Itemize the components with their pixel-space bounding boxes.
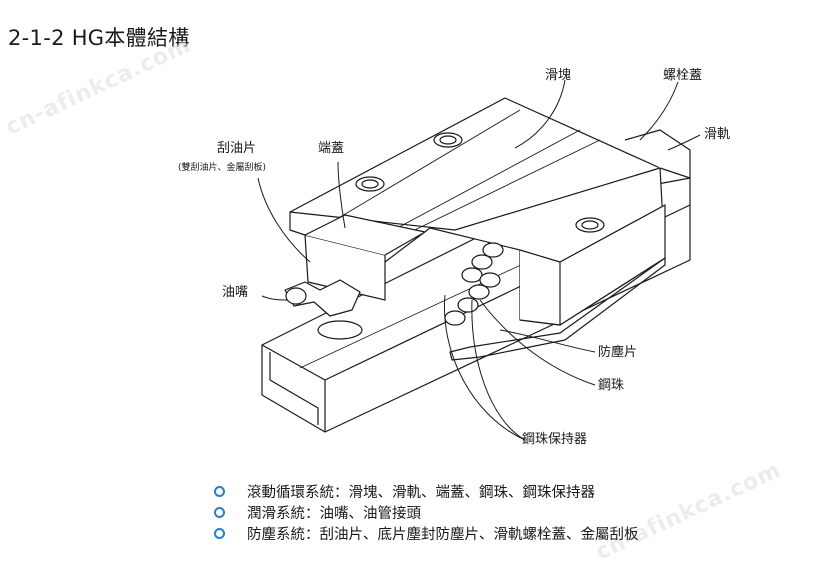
label-retainer: 鋼珠保持器 — [522, 432, 587, 447]
label-grease-nipple: 油嘴 — [222, 285, 248, 300]
bullet-item: 防塵系統：刮油片、底片塵封防塵片、滑軌螺栓蓋、金屬刮板 — [214, 523, 639, 544]
label-end-seal: 刮油片 — [217, 141, 256, 156]
bullet-text: 滾動循環系統：滑塊、滑軌、端蓋、鋼珠、鋼珠保持器 — [247, 485, 595, 501]
label-end-cap: 端蓋 — [318, 141, 344, 156]
bullet-item: 潤滑系統：油嘴、油管接頭 — [214, 502, 639, 523]
label-screw-cap: 螺栓蓋 — [663, 68, 702, 83]
bullet-text: 防塵系統：刮油片、底片塵封防塵片、滑軌螺栓蓋、金屬刮板 — [247, 527, 639, 543]
watermark-top: cn-afinkca.com — [2, 33, 195, 141]
page-title: 2-1-2 HG本體結構 — [8, 26, 190, 50]
ring-bullet-icon — [214, 528, 225, 539]
ring-bullet-icon — [214, 486, 225, 497]
label-slider-block: 滑塊 — [545, 67, 571, 83]
ring-bullet-icon — [214, 507, 225, 518]
leader-lines — [257, 79, 701, 441]
label-rail: 滑軌 — [704, 126, 730, 142]
system-bullet-list: 滾動循環系統：滑塊、滑軌、端蓋、鋼珠、鋼珠保持器 潤滑系統：油嘴、油管接頭 防塵… — [214, 481, 639, 544]
label-steel-ball: 鋼珠 — [598, 378, 624, 393]
label-dust-strip: 防塵片 — [598, 344, 637, 360]
label-end-seal-note: (雙刮油片、金屬刮板) — [178, 161, 266, 173]
block-drawing — [284, 97, 691, 340]
bullet-item: 滾動循環系統：滑塊、滑軌、端蓋、鋼珠、鋼珠保持器 — [214, 481, 639, 502]
bullet-text: 潤滑系統：油嘴、油管接頭 — [247, 506, 421, 522]
